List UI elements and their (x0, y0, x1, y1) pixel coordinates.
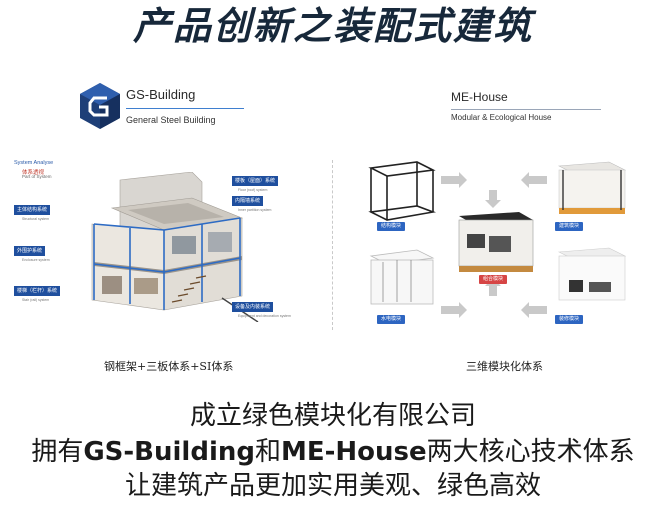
tag-equipment-system-sub: Equipment and decoration system (238, 314, 291, 318)
tag-stair-system-sub: Stair (rail) system (22, 298, 50, 302)
summary-line-goal: 让建筑产品更加实用美观、绿色高效 (124, 471, 541, 501)
summary-brand-me: ME-House (281, 437, 427, 467)
module-plumbing-label: 水电模块 (377, 315, 406, 324)
page-title: 产品创新之装配式建筑 (132, 4, 533, 48)
gs-building-figure: GS-Building General Steel Building Syste… (0, 60, 333, 382)
summary-line-tech: 拥有GS-Building和ME-House两大核心技术体系 (0, 436, 666, 468)
gs-building-underline (126, 108, 244, 109)
summary-tech-suffix: 两大核心技术体系 (426, 437, 635, 467)
tag-floor-system: 楼板（屋面）系统 (232, 176, 279, 186)
module-combined-label: 组合模块 (479, 275, 508, 284)
me-house-subtitle: Modular & Ecological House (451, 113, 552, 122)
me-house-caption: 三维模块化体系 (466, 360, 543, 373)
system-analyse-en: Part of System (22, 174, 52, 179)
tag-enclosure-system-sub: Enclosure system (22, 258, 50, 262)
tag-enclosure-system: 外围护系统 (14, 246, 46, 256)
me-house-figure: ME-House Modular & Ecological House (333, 60, 666, 382)
module-decoration-label: 装修模块 (555, 315, 584, 324)
system-analyse-cn: 体系透视 (22, 170, 45, 176)
tag-partition-system: 内隔墙系统 (232, 196, 264, 206)
summary-tech-prefix: 拥有 (31, 437, 84, 467)
tag-floor-system-sub: Floor (roof) system (238, 188, 268, 192)
summary-brand-gs: GS-Building (83, 437, 255, 467)
tag-equipment-system: 设备及内装系统 (232, 302, 274, 312)
me-house-name: ME-House (451, 90, 508, 104)
me-house-underline (451, 109, 601, 110)
tag-stair-system: 楼梯（栏杆）系统 (14, 286, 61, 296)
module-flow-diagram (368, 161, 627, 318)
module-building-label: 建筑模块 (555, 222, 584, 231)
summary-tech-and: 和 (254, 437, 281, 467)
gs-building-logo-icon (80, 83, 120, 129)
gs-building-name: GS-Building (126, 87, 196, 102)
system-analyse-label: System Analyse (14, 160, 54, 166)
gs-building-subtitle: General Steel Building (126, 115, 216, 125)
module-structure-label: 结构模块 (377, 222, 406, 231)
steel-building-illustration (91, 172, 259, 322)
tag-structural-system: 主体结构系统 (14, 205, 51, 215)
figure-divider (332, 160, 333, 330)
tag-structural-system-sub: Structural system (22, 217, 50, 221)
gs-building-caption: 钢框架+三板体系+SI体系 (104, 360, 234, 373)
tag-partition-system-sub: Inner partition system (238, 208, 272, 212)
summary-line-company: 成立绿色模块化有限公司 (189, 401, 476, 431)
